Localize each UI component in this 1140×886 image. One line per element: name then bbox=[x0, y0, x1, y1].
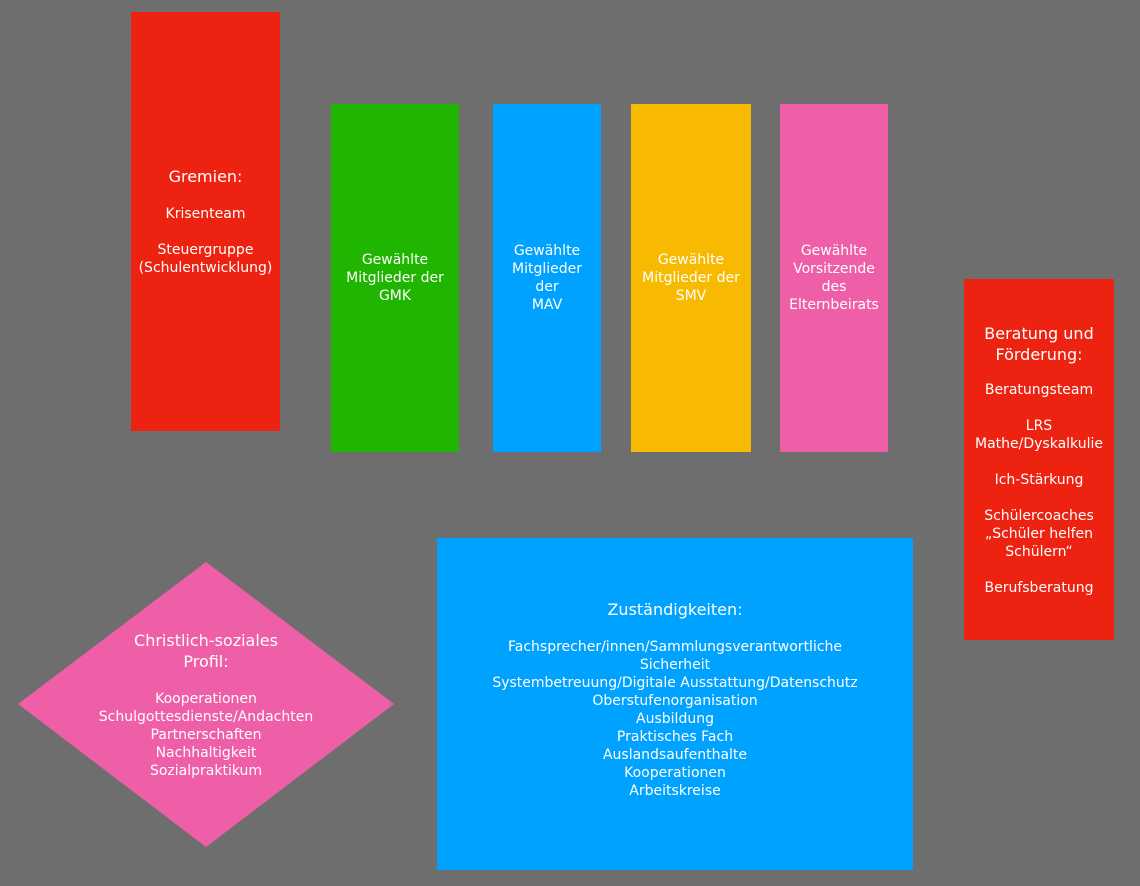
zustaendigkeiten-item: Oberstufenorganisation bbox=[592, 692, 758, 709]
beratung-title: Beratung und Förderung: bbox=[984, 323, 1093, 365]
gremien-item-schulentwicklung: (Schulentwicklung) bbox=[138, 260, 273, 276]
mav-line: Mitglieder der bbox=[512, 261, 582, 295]
smv-line: Mitglieder der bbox=[642, 270, 740, 286]
smv-box: Gewählte Mitglieder der SMV bbox=[631, 104, 751, 452]
profil-item: Sozialpraktikum bbox=[149, 762, 263, 779]
profil-title-line: Profil: bbox=[183, 651, 229, 671]
zustaendigkeiten-box: Zuständigkeiten: Fachsprecher/innen/Samm… bbox=[437, 538, 913, 870]
elternbeirat-line: des bbox=[821, 279, 847, 295]
beratung-item: Mathe/Dyskalkulie bbox=[975, 435, 1103, 452]
elternbeirat-line: Vorsitzende bbox=[793, 261, 875, 277]
beratung-box: Beratung und Förderung: Beratungsteam LR… bbox=[964, 279, 1114, 640]
gremien-item-krisenteam: Krisenteam bbox=[165, 206, 246, 222]
beratung-title-line: Beratung und bbox=[984, 323, 1094, 343]
smv-line: SMV bbox=[675, 288, 707, 304]
zustaendigkeiten-item: Ausbildung bbox=[636, 710, 714, 727]
gremien-item-steuergruppe: Steuergruppe bbox=[157, 242, 254, 258]
profil-diamond: Christlich-soziales Profil: Kooperatione… bbox=[18, 562, 394, 847]
profil-item: Kooperationen bbox=[155, 690, 257, 707]
elternbeirat-line: Gewählte bbox=[800, 243, 868, 259]
beratung-item: Berufsberatung bbox=[984, 579, 1094, 596]
gmk-line: Gewählte bbox=[361, 252, 429, 268]
gremien-title: Gremien: bbox=[168, 167, 243, 186]
profil-title: Christlich-soziales Profil: bbox=[134, 630, 278, 672]
beratung-item: Beratungsteam bbox=[984, 381, 1094, 398]
zustaendigkeiten-item: Sicherheit bbox=[639, 656, 711, 673]
zustaendigkeiten-item: Kooperationen bbox=[624, 764, 726, 781]
profil-item: Nachhaltigkeit bbox=[155, 744, 257, 761]
gremien-box: Gremien: Krisenteam Steuergruppe (Schule… bbox=[131, 12, 280, 431]
smv-line: Gewählte bbox=[657, 252, 725, 268]
zustaendigkeiten-item: Praktisches Fach bbox=[616, 728, 734, 745]
profil-title-line: Christlich-soziales bbox=[134, 630, 278, 650]
beratung-item: LRS bbox=[1025, 417, 1053, 434]
gmk-box: Gewählte Mitglieder der GMK bbox=[331, 104, 459, 452]
mav-line: Gewählte bbox=[513, 243, 581, 259]
elternbeirat-line: Elternbeirats bbox=[789, 297, 879, 313]
zustaendigkeiten-item: Systembetreuung/Digitale Ausstattung/Dat… bbox=[492, 674, 858, 691]
profil-item: Schulgottesdienste/Andachten bbox=[98, 708, 314, 725]
profil-item: Partnerschaften bbox=[150, 726, 262, 743]
beratung-item: Ich-Stärkung bbox=[994, 471, 1084, 488]
elternbeirat-box: Gewählte Vorsitzende des Elternbeirats bbox=[780, 104, 888, 452]
diamond-shape bbox=[18, 562, 394, 847]
beratung-title-line: Förderung: bbox=[995, 344, 1083, 364]
zustaendigkeiten-item: Fachsprecher/innen/Sammlungsverantwortli… bbox=[507, 638, 843, 655]
zustaendigkeiten-item: Auslandsaufenthalte bbox=[602, 746, 748, 763]
zustaendigkeiten-item: Arbeitskreise bbox=[629, 782, 721, 799]
mav-line: MAV bbox=[531, 297, 563, 313]
gmk-line: Mitglieder der bbox=[346, 270, 444, 286]
profil-text: Christlich-soziales Profil: Kooperatione… bbox=[18, 562, 394, 847]
beratung-item: Schülercoaches bbox=[984, 507, 1094, 524]
beratung-item: Schülern“ bbox=[1005, 543, 1073, 560]
mav-box: Gewählte Mitglieder der MAV bbox=[493, 104, 601, 452]
zustaendigkeiten-title: Zuständigkeiten: bbox=[607, 599, 743, 619]
gmk-line: GMK bbox=[378, 288, 412, 304]
beratung-item: „Schüler helfen bbox=[984, 525, 1094, 542]
